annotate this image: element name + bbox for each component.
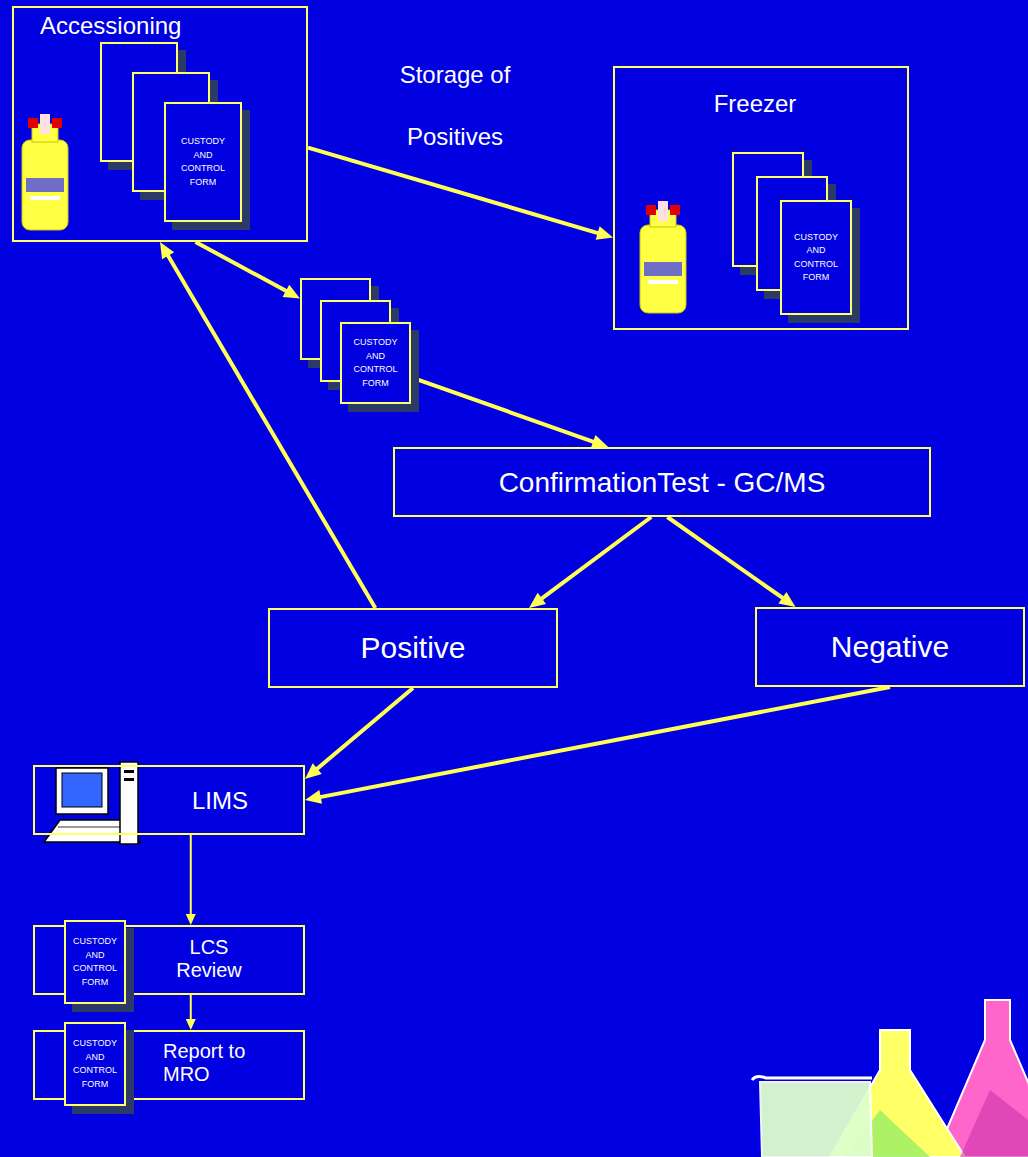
flow-arrow [160,242,375,608]
form-face: CUSTODY AND CONTROL FORM [164,102,242,222]
custody-form: CUSTODY AND CONTROL FORM [64,1022,136,1116]
flow-arrow [196,242,300,298]
form-title: CUSTODY AND CONTROL FORM [790,231,842,285]
process-box: Report to MRO CUSTODY AND CONTROL FORM [33,1030,305,1100]
form-title: CUSTODY AND CONTROL FORM [69,1037,121,1091]
flow-arrow [529,517,651,608]
storage-box: FreezerCUSTODY AND CONTROL FORM [613,66,909,330]
form-title: CUSTODY AND CONTROL FORM [69,935,121,989]
form-face: CUSTODY AND CONTROL FORM [64,1022,126,1106]
flow-arrow [411,377,608,448]
flow-arrow [308,148,613,240]
box-label: Positive [270,631,556,666]
custody-form: CUSTODY AND CONTROL FORM [300,278,421,414]
specimen-bottle [22,114,68,230]
box-label: Freezer [685,90,825,118]
form-face: CUSTODY AND CONTROL FORM [64,920,126,1004]
result-box: Negative [755,607,1025,687]
custody-form: CUSTODY AND CONTROL FORM [64,920,136,1014]
edge-label: Storage of Positives [350,44,560,168]
box-label: Accessioning [40,12,260,40]
box-label: Report to MRO [163,1040,263,1086]
process-box: LCS Review CUSTODY AND CONTROL FORM [33,925,305,995]
form-face: CUSTODY AND CONTROL FORM [340,322,411,404]
flow-arrow [667,517,795,607]
flow-arrow [186,995,196,1030]
box-label: Negative [757,630,1023,665]
flow-arrow [305,688,413,779]
process-box: AccessioningCUSTODY AND CONTROL FORM [12,6,308,242]
process-box: ConfirmationTest - GC/MS [393,447,931,517]
custody-form: CUSTODY AND CONTROL FORM [100,42,252,232]
box-label: LCS Review [159,936,259,982]
lab-glassware [752,1000,1028,1157]
form-title: CUSTODY AND CONTROL FORM [177,135,229,189]
specimen-bottle [640,201,686,313]
box-label: LIMS [155,787,285,815]
custody-form: CUSTODY AND CONTROL FORM [732,152,862,325]
form-face: CUSTODY AND CONTROL FORM [780,200,852,315]
flow-arrow [305,687,890,804]
box-label: ConfirmationTest - GC/MS [395,467,929,499]
computer-icon [44,762,140,844]
form-pages [100,42,252,232]
result-box: Positive [268,608,558,688]
flow-arrow [186,835,196,925]
form-title: CUSTODY AND CONTROL FORM [350,336,402,390]
system-box: LIMS [33,765,305,835]
